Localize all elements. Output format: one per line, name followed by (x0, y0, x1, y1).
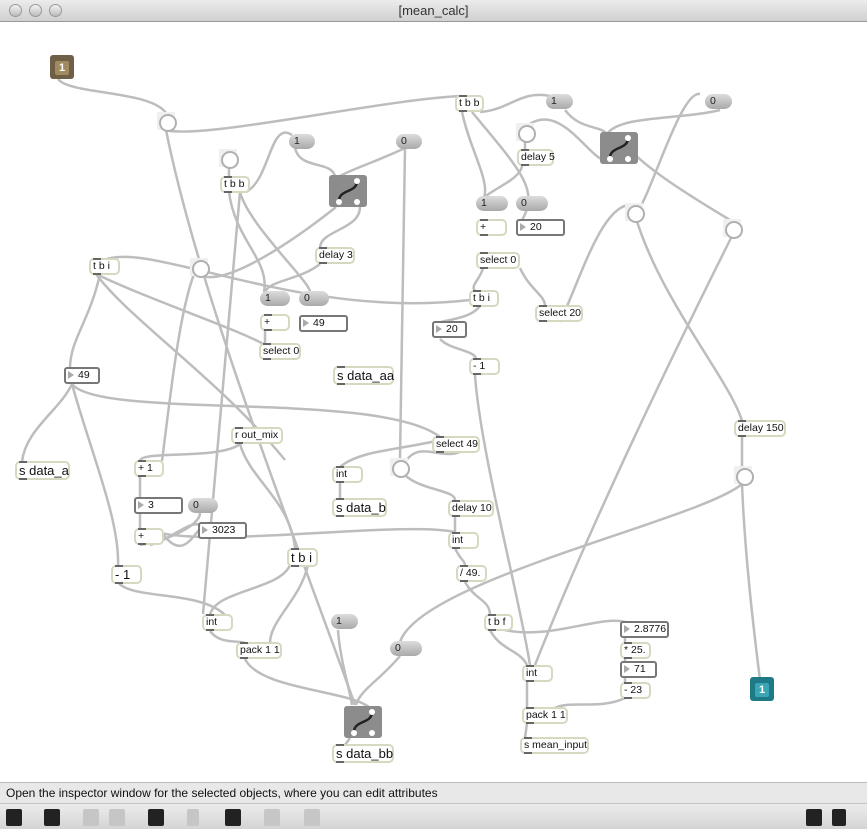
bang-button[interactable] (516, 123, 536, 143)
message-box[interactable]: 1 (331, 614, 358, 629)
lock-icon[interactable] (6, 809, 22, 826)
receive-object[interactable]: r out_mix (231, 427, 283, 444)
message-box[interactable]: 0 (705, 94, 732, 109)
gate-switch[interactable] (600, 132, 638, 164)
send-object[interactable]: s data_bb (332, 744, 394, 763)
bang-button[interactable] (723, 219, 743, 239)
int-object[interactable]: int (448, 532, 479, 549)
gate-switch[interactable] (329, 175, 367, 207)
number-box[interactable]: 20 (516, 219, 565, 236)
select-object[interactable]: select 0 (476, 252, 520, 269)
edit-icon[interactable] (83, 809, 99, 826)
plus-object[interactable]: + (134, 528, 164, 545)
send-object[interactable]: s data_b (332, 498, 387, 517)
patcher-canvas[interactable]: 1 1 1 0 1 0 1 0 1 0 0 1 0 49 20 20 49 3 … (0, 22, 867, 782)
window-title: [mean_calc] (398, 3, 469, 18)
message-box[interactable]: 0 (188, 498, 218, 513)
grid-icon[interactable] (264, 809, 280, 826)
trigger-object[interactable]: t b i (469, 290, 499, 307)
send-object[interactable]: s data_a (15, 461, 70, 480)
send-object[interactable]: s mean_input (520, 737, 589, 754)
outlet-number: 1 (755, 683, 769, 697)
number-box[interactable]: 3 (134, 497, 183, 514)
minus-object[interactable]: - 1 (469, 358, 500, 375)
pack-object[interactable]: pack 1 1 (522, 707, 568, 724)
inlet-number: 1 (55, 61, 69, 75)
outlet[interactable]: 1 (750, 677, 774, 701)
select-object[interactable]: select 0 (259, 343, 301, 360)
delay-object[interactable]: delay 3 (315, 247, 355, 264)
bang-button[interactable] (625, 203, 645, 223)
delete-icon[interactable] (109, 809, 125, 826)
status-bar: Open the inspector window for the select… (0, 782, 867, 803)
message-box[interactable]: 1 (260, 291, 290, 306)
int-object[interactable]: int (202, 614, 233, 631)
trigger-object[interactable]: t b f (484, 614, 513, 631)
plus-object[interactable]: + (260, 314, 290, 331)
select-object[interactable]: select 49 (432, 436, 480, 453)
send-object[interactable]: s data_aa (333, 366, 394, 385)
trigger-object[interactable]: t b i (89, 258, 120, 275)
int-object[interactable]: int (522, 665, 553, 682)
extras-icon[interactable] (304, 809, 320, 826)
patch-cords (20, 78, 762, 746)
number-box[interactable]: 49 (299, 315, 348, 332)
trigger-object[interactable]: t b b (220, 176, 250, 193)
split-horizontal-icon[interactable] (806, 809, 822, 826)
inspector-icon[interactable] (187, 809, 199, 826)
split-vertical-icon[interactable] (832, 809, 846, 826)
minus-object[interactable]: - 23 (620, 682, 651, 699)
number-box[interactable]: 49 (64, 367, 100, 384)
select-object[interactable]: select 20 (535, 305, 583, 322)
presentation-icon[interactable] (148, 809, 164, 826)
title-bar: [mean_calc] (0, 0, 867, 22)
message-box[interactable]: 1 (476, 196, 508, 211)
plus-object[interactable]: + (476, 219, 507, 236)
message-box[interactable]: 0 (390, 641, 422, 656)
zoom-button[interactable] (49, 4, 62, 17)
divide-object[interactable]: / 49. (456, 565, 487, 582)
message-box[interactable]: 1 (289, 134, 315, 149)
trigger-object[interactable]: t b b (455, 95, 484, 112)
new-view-icon[interactable] (44, 809, 60, 826)
message-box[interactable]: 0 (396, 134, 422, 149)
int-object[interactable]: int (332, 466, 363, 483)
trigger-object[interactable]: t b i (287, 548, 318, 567)
number-box[interactable]: 3023 (198, 522, 247, 539)
patcher-toolbar (0, 803, 867, 829)
bang-button[interactable] (190, 258, 210, 278)
minimize-button[interactable] (29, 4, 42, 17)
delay-object[interactable]: delay 150 (734, 420, 786, 437)
delay-object[interactable]: delay 5 (517, 149, 555, 166)
number-box[interactable]: 20 (432, 321, 467, 338)
minus-object[interactable]: - 1 (111, 565, 142, 584)
close-button[interactable] (9, 4, 22, 17)
bang-button[interactable] (390, 458, 410, 478)
plus-object[interactable]: + 1 (134, 460, 164, 477)
number-box[interactable]: 2.8776 (620, 621, 669, 638)
message-box[interactable]: 1 (546, 94, 573, 109)
number-box[interactable]: 71 (620, 661, 657, 678)
bang-button[interactable] (219, 149, 239, 169)
delay-object[interactable]: delay 10 (448, 500, 494, 517)
object-icon[interactable] (225, 809, 241, 826)
message-box[interactable]: 0 (299, 291, 329, 306)
multiply-object[interactable]: * 25. (620, 642, 651, 659)
gate-switch[interactable] (344, 706, 382, 738)
inlet[interactable]: 1 (50, 55, 74, 79)
bang-button[interactable] (734, 466, 754, 486)
pack-object[interactable]: pack 1 1 (236, 642, 282, 659)
message-box[interactable]: 0 (516, 196, 548, 211)
bang-button[interactable] (157, 112, 177, 132)
